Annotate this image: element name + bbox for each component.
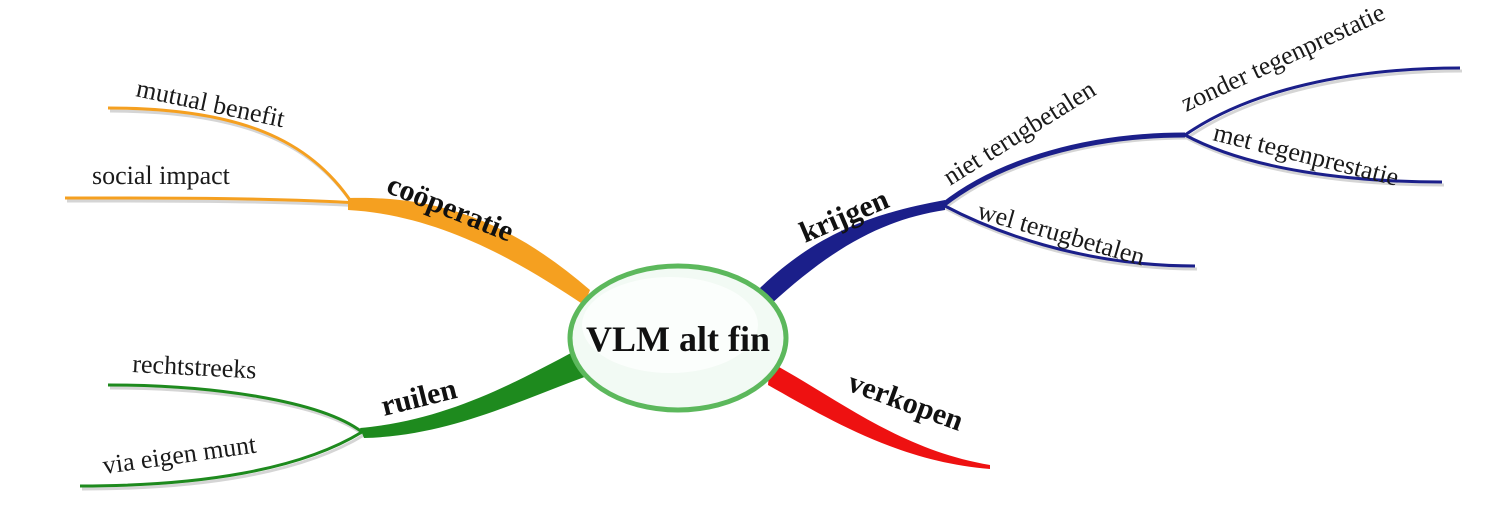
leaf-label-mutual-benefit: mutual benefit [134,74,288,134]
krijgen-main-branch [760,200,945,305]
leaf-label-niet-terugbetalen: niet terugbetalen [938,74,1101,191]
niet-terugbetalen-child-zonder-line [1184,66,1461,137]
center-node-label: VLM alt fin [586,319,770,359]
center-node-highlight [582,277,758,373]
leaf-label-social-impact: social impact [92,161,231,190]
krijgen-child-wel-terugbetalen-line [942,203,1196,268]
niet-terugbetalen-child-met-line [1184,133,1443,184]
cooperatie-child-mutual-benefit-line [107,106,354,204]
leaf-label-via-eigen-munt: via eigen munt [101,430,259,480]
krijgen-child-niet-terugbetalen-line [941,132,1186,207]
cooperatie-main-branch [348,197,590,305]
leaf-label-zonder-tegenprestatie: zonder tegenprestatie [1176,0,1389,117]
leaf-label-met-tegenprestatie: met tegenprestatie [1211,118,1402,192]
ruilen-child-rechtstreeks-line [107,383,363,434]
branch-shadows [66,69,1463,491]
ruilen-main-branch [360,345,590,438]
leaf-label-rechtstreeks: rechtstreeks [132,349,258,384]
cooperatie-child-social-impact-line [64,196,359,205]
ruilen-child-via-eigen-munt-line [79,430,363,488]
